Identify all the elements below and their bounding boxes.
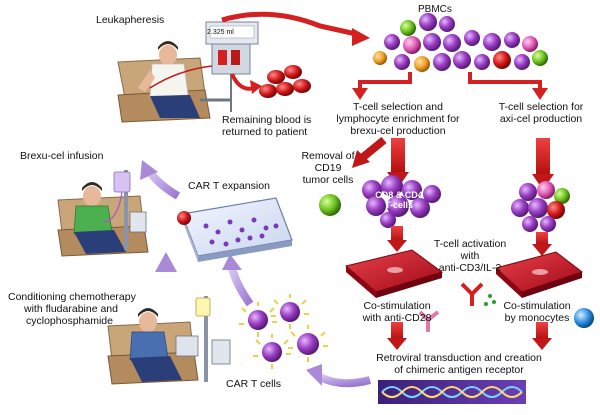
axi-cel-cell-cluster <box>511 181 570 232</box>
removal-arrow <box>352 136 387 168</box>
monocyte <box>574 308 594 328</box>
tcell-brexu-line-1: T-cell selection and <box>353 101 443 113</box>
car-t-cell <box>239 302 277 337</box>
conditioning-label: Conditioning chemotherapy with fludarabi… <box>8 291 136 327</box>
costim-cd28-line-1: Co-stimulation <box>363 300 431 312</box>
leukapheresis-patient-illustration <box>117 21 259 123</box>
removal-line-2: CD19 <box>314 162 342 174</box>
culture-plate-right <box>494 251 584 298</box>
tcell-brexu-line-3: brexu-cel production <box>350 125 446 137</box>
conditioning-patient-illustration <box>107 296 231 385</box>
conditioning-line-1: Conditioning chemotherapy <box>8 291 136 303</box>
culture-plate-left <box>344 249 444 298</box>
pbmc-cluster <box>373 13 548 72</box>
car-t-cells <box>239 294 328 369</box>
dna-strip <box>378 380 526 404</box>
cd8-cd4-line-2: T-cells <box>384 200 413 210</box>
to-plate-arrows <box>387 226 552 256</box>
cd8-cd4-cell-cluster <box>362 175 441 228</box>
remaining-blood-label: Remaining blood is returned to patient <box>222 114 312 138</box>
remaining-blood-line-1: Remaining blood is <box>222 114 312 126</box>
to-car-t-arrow <box>306 364 372 388</box>
converge-arrows <box>387 322 552 350</box>
removal-line-1: Removal of <box>301 150 355 162</box>
cd19-tumor-cell <box>319 194 341 216</box>
return-blood-arrowhead <box>250 80 262 94</box>
retroviral-line-1: Retroviral transduction and creation <box>376 352 542 364</box>
car-t-cell <box>288 325 328 362</box>
activation-line-1: T-cell activation <box>433 238 507 250</box>
car-t-cell <box>271 294 309 329</box>
infusion-patient-illustration <box>57 170 149 257</box>
machine-display-label: 2.325 ml <box>207 29 234 36</box>
conditioning-to-infusion-arrow <box>155 252 177 298</box>
retroviral-label: Retroviral transduction and creation of … <box>356 352 562 376</box>
tcell-brexu-label: T-cell selection and lymphocyte enrichme… <box>327 101 469 137</box>
tcell-axi-line-1: T-cell selection for <box>498 101 584 113</box>
to-pbmc-arrowhead <box>352 28 370 46</box>
car-t-cell <box>253 334 291 369</box>
leukapheresis-label: Leukapheresis <box>96 14 165 26</box>
brexu-infusion-label: Brexu-cel infusion <box>20 150 104 162</box>
to-pbmc-arrow <box>221 11 357 37</box>
red-blood-cells <box>259 65 311 98</box>
car-t-expansion-flask <box>177 197 293 262</box>
costim-cd28-label: Co-stimulation with anti-CD28 <box>352 300 442 324</box>
car-t-cells-label: CAR T cells <box>226 378 282 390</box>
split-arrows <box>352 72 548 100</box>
pbmcs-label: PBMCs <box>418 4 452 15</box>
activation-line-3: anti-CD3/IL-2 <box>438 262 502 274</box>
retroviral-line-2: of chimeric antigen receptor <box>394 364 524 376</box>
costim-monocytes-line-2: by monocytes <box>504 312 570 324</box>
costim-cd28-line-2: with anti-CD28 <box>362 312 432 324</box>
removal-line-3: tumor cells <box>302 174 354 186</box>
costim-monocytes-line-1: Co-stimulation <box>503 300 571 312</box>
remaining-blood-line-2: returned to patient <box>222 126 308 138</box>
anti-cd3-antibody <box>460 282 496 306</box>
tcell-axi-line-2: axi-cel production <box>499 113 583 125</box>
cd8-cd4-line-1: CD8 & CD4 <box>375 190 423 200</box>
car-expansion-label: CAR T expansion <box>188 180 270 192</box>
activation-line-2: with <box>460 250 480 262</box>
cd8-cd4-label: CD8 & CD4 T-cells <box>368 190 430 210</box>
costim-monocytes-label: Co-stimulation by monocytes <box>498 300 576 324</box>
tcell-axi-label: T-cell selection for axi-cel production <box>488 101 594 125</box>
conditioning-line-2: with fludarabine and <box>24 303 118 315</box>
tcell-brexu-line-2: lymphocyte enrichment for <box>336 113 460 125</box>
to-infusion-arrow <box>140 160 181 200</box>
to-expansion-arrow <box>222 254 254 307</box>
removal-label: Removal of CD19 tumor cells <box>296 150 360 186</box>
anti-cd28-antibody <box>418 310 440 332</box>
activation-label: T-cell activation with anti-CD3/IL-2 <box>420 238 520 274</box>
conditioning-line-3: cyclophosphamide <box>26 315 113 327</box>
